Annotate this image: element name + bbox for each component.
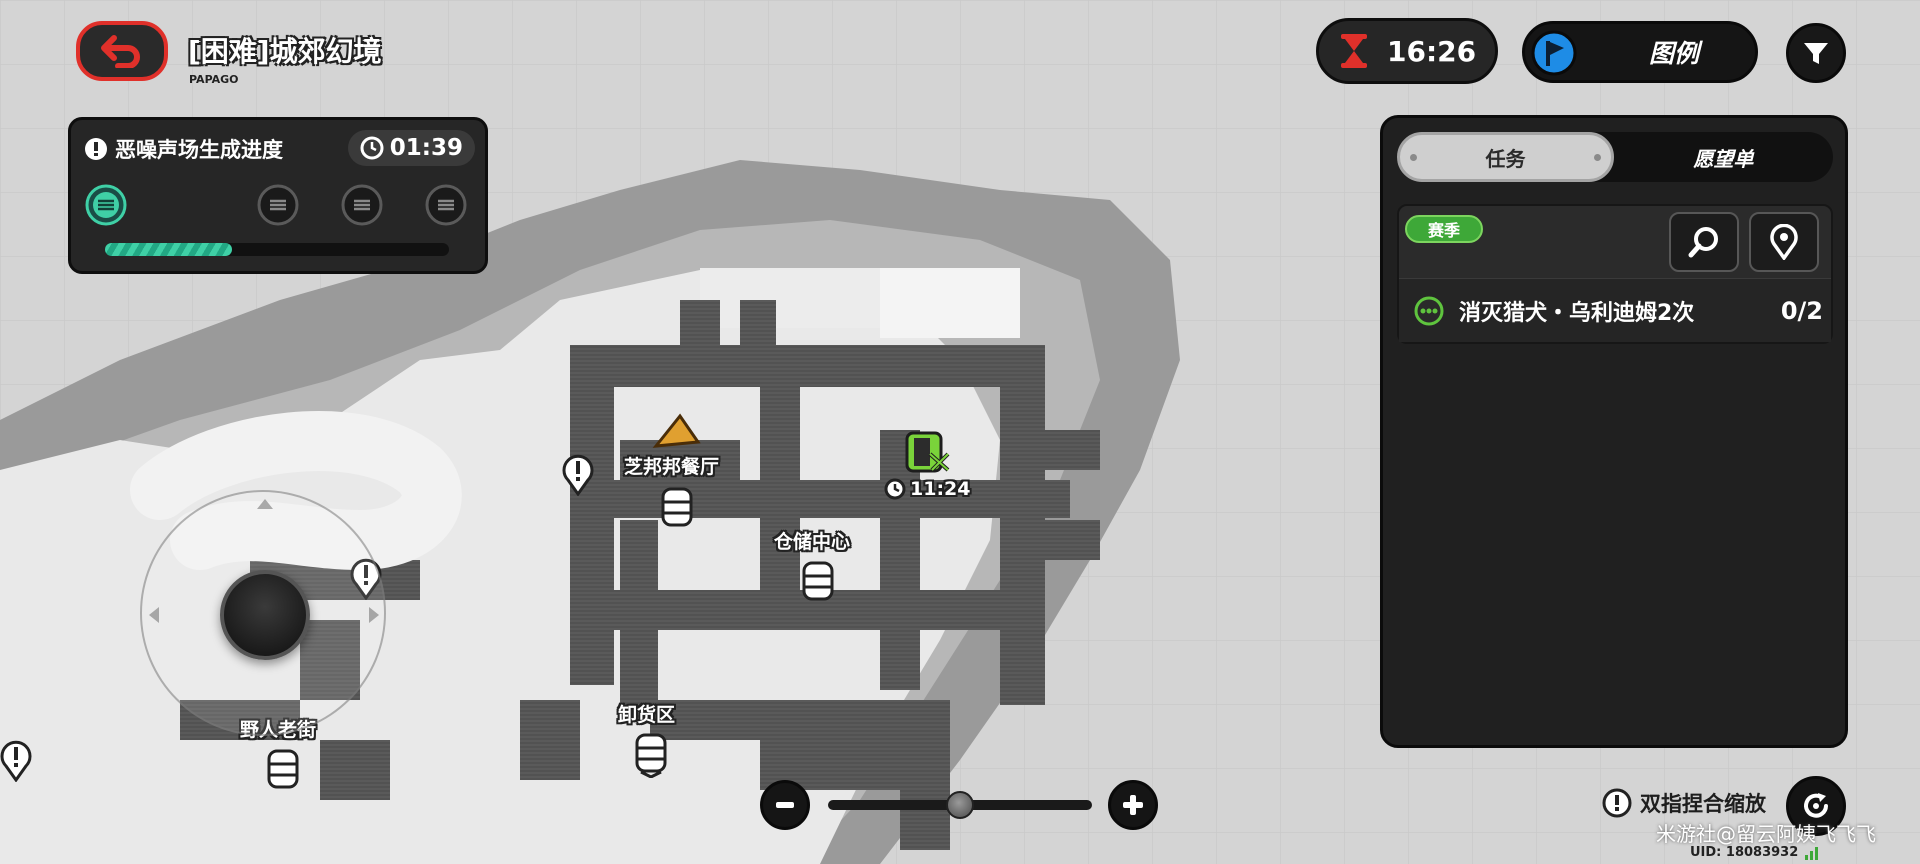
progress-node-active — [85, 184, 127, 226]
clock-icon — [360, 136, 384, 160]
signal-icon — [1805, 846, 1819, 860]
watermark-text: 米游社@留云阿姨飞飞飞 — [1656, 822, 1876, 846]
progress-node — [341, 184, 383, 226]
season-quest-panel: 赛季 消灭猎犬・乌利迪姆2次 0/2 — [1397, 204, 1833, 344]
player-uid: UID: 18083932 — [1690, 845, 1820, 860]
generation-progress-panel: 恶噪声场生成进度 01:39 — [68, 117, 488, 274]
zoom-slider[interactable] — [828, 791, 1092, 819]
page-subtitle: PAPAGO — [189, 73, 239, 86]
event-timer: 11:24 — [884, 478, 970, 500]
back-button[interactable] — [76, 21, 168, 81]
alert-circle-icon — [85, 138, 107, 160]
back-arrow-icon — [101, 35, 140, 68]
joystick-direction-left-icon — [149, 607, 159, 623]
quest-row[interactable]: 消灭猎犬・乌利迪姆2次 0/2 — [1399, 278, 1831, 342]
clock-icon — [884, 478, 906, 500]
recenter-icon — [1804, 793, 1828, 818]
barrel-icon[interactable] — [660, 486, 694, 528]
page-title: [困难]城郊幻境 — [188, 35, 382, 68]
progress-fill — [105, 243, 233, 256]
game-clock: 16:26 — [1316, 18, 1498, 84]
barrel-icon[interactable] — [801, 560, 835, 602]
legend-label: 图例 — [1648, 39, 1699, 68]
tab-tasks[interactable]: 任务 — [1397, 132, 1614, 182]
tab-wishlist[interactable]: 愿望单 — [1693, 146, 1754, 171]
clock-time: 16:26 — [1387, 34, 1477, 68]
movement-joystick[interactable] — [140, 490, 386, 736]
map-label-unloading: 卸货区 — [618, 704, 676, 726]
search-icon — [1688, 227, 1718, 258]
legend-button[interactable]: 图例 — [1522, 21, 1758, 83]
quest-name: 消灭猎犬・乌利迪姆2次 — [1459, 300, 1695, 326]
barrel-icon[interactable] — [266, 748, 300, 790]
minus-icon — [776, 802, 794, 808]
map-label-restaurant: 芝邦邦餐厅 — [624, 456, 720, 478]
exclamation-pin-icon[interactable] — [0, 738, 32, 782]
filter-button[interactable] — [1786, 23, 1846, 83]
map-pin-icon — [1770, 224, 1798, 260]
filter-funnel-icon — [1804, 43, 1828, 64]
flag-icon — [1531, 30, 1577, 76]
progress-node — [425, 184, 467, 226]
season-badge: 赛季 — [1405, 215, 1483, 243]
dots-circle-icon — [1414, 296, 1444, 325]
restaurant-marker-icon[interactable] — [652, 412, 702, 450]
recenter-button[interactable] — [1786, 776, 1846, 836]
joystick-direction-up-icon — [257, 499, 273, 509]
pinch-zoom-hint: 双指捏合缩放 — [1602, 788, 1766, 818]
event-door-icon[interactable] — [904, 430, 952, 474]
map-label-warehouse: 仓储中心 — [774, 531, 851, 553]
task-tabs: 任务 愿望单 — [1397, 132, 1833, 182]
progress-track — [105, 243, 449, 256]
zoom-out-button[interactable] — [760, 780, 810, 830]
progress-node — [257, 184, 299, 226]
plus-icon — [1123, 795, 1143, 815]
hourglass-icon — [1341, 34, 1367, 68]
joystick-knob[interactable] — [220, 570, 310, 660]
task-panel: 任务 愿望单 赛季 消灭猎犬・乌利迪姆2次 0/2 — [1380, 115, 1848, 748]
joystick-direction-right-icon — [369, 607, 379, 623]
quest-count: 0/2 — [1780, 296, 1823, 325]
exclamation-pin-icon[interactable] — [562, 452, 594, 496]
search-button[interactable] — [1669, 212, 1739, 272]
progress-label: 恶噪声场生成进度 — [115, 138, 283, 162]
zoom-in-button[interactable] — [1108, 780, 1158, 830]
progress-timer: 01:39 — [347, 130, 475, 166]
locate-button[interactable] — [1749, 212, 1819, 272]
zoom-slider-handle[interactable] — [946, 791, 974, 819]
exclamation-icon — [1602, 788, 1632, 818]
barrel-icon[interactable] — [634, 732, 668, 778]
